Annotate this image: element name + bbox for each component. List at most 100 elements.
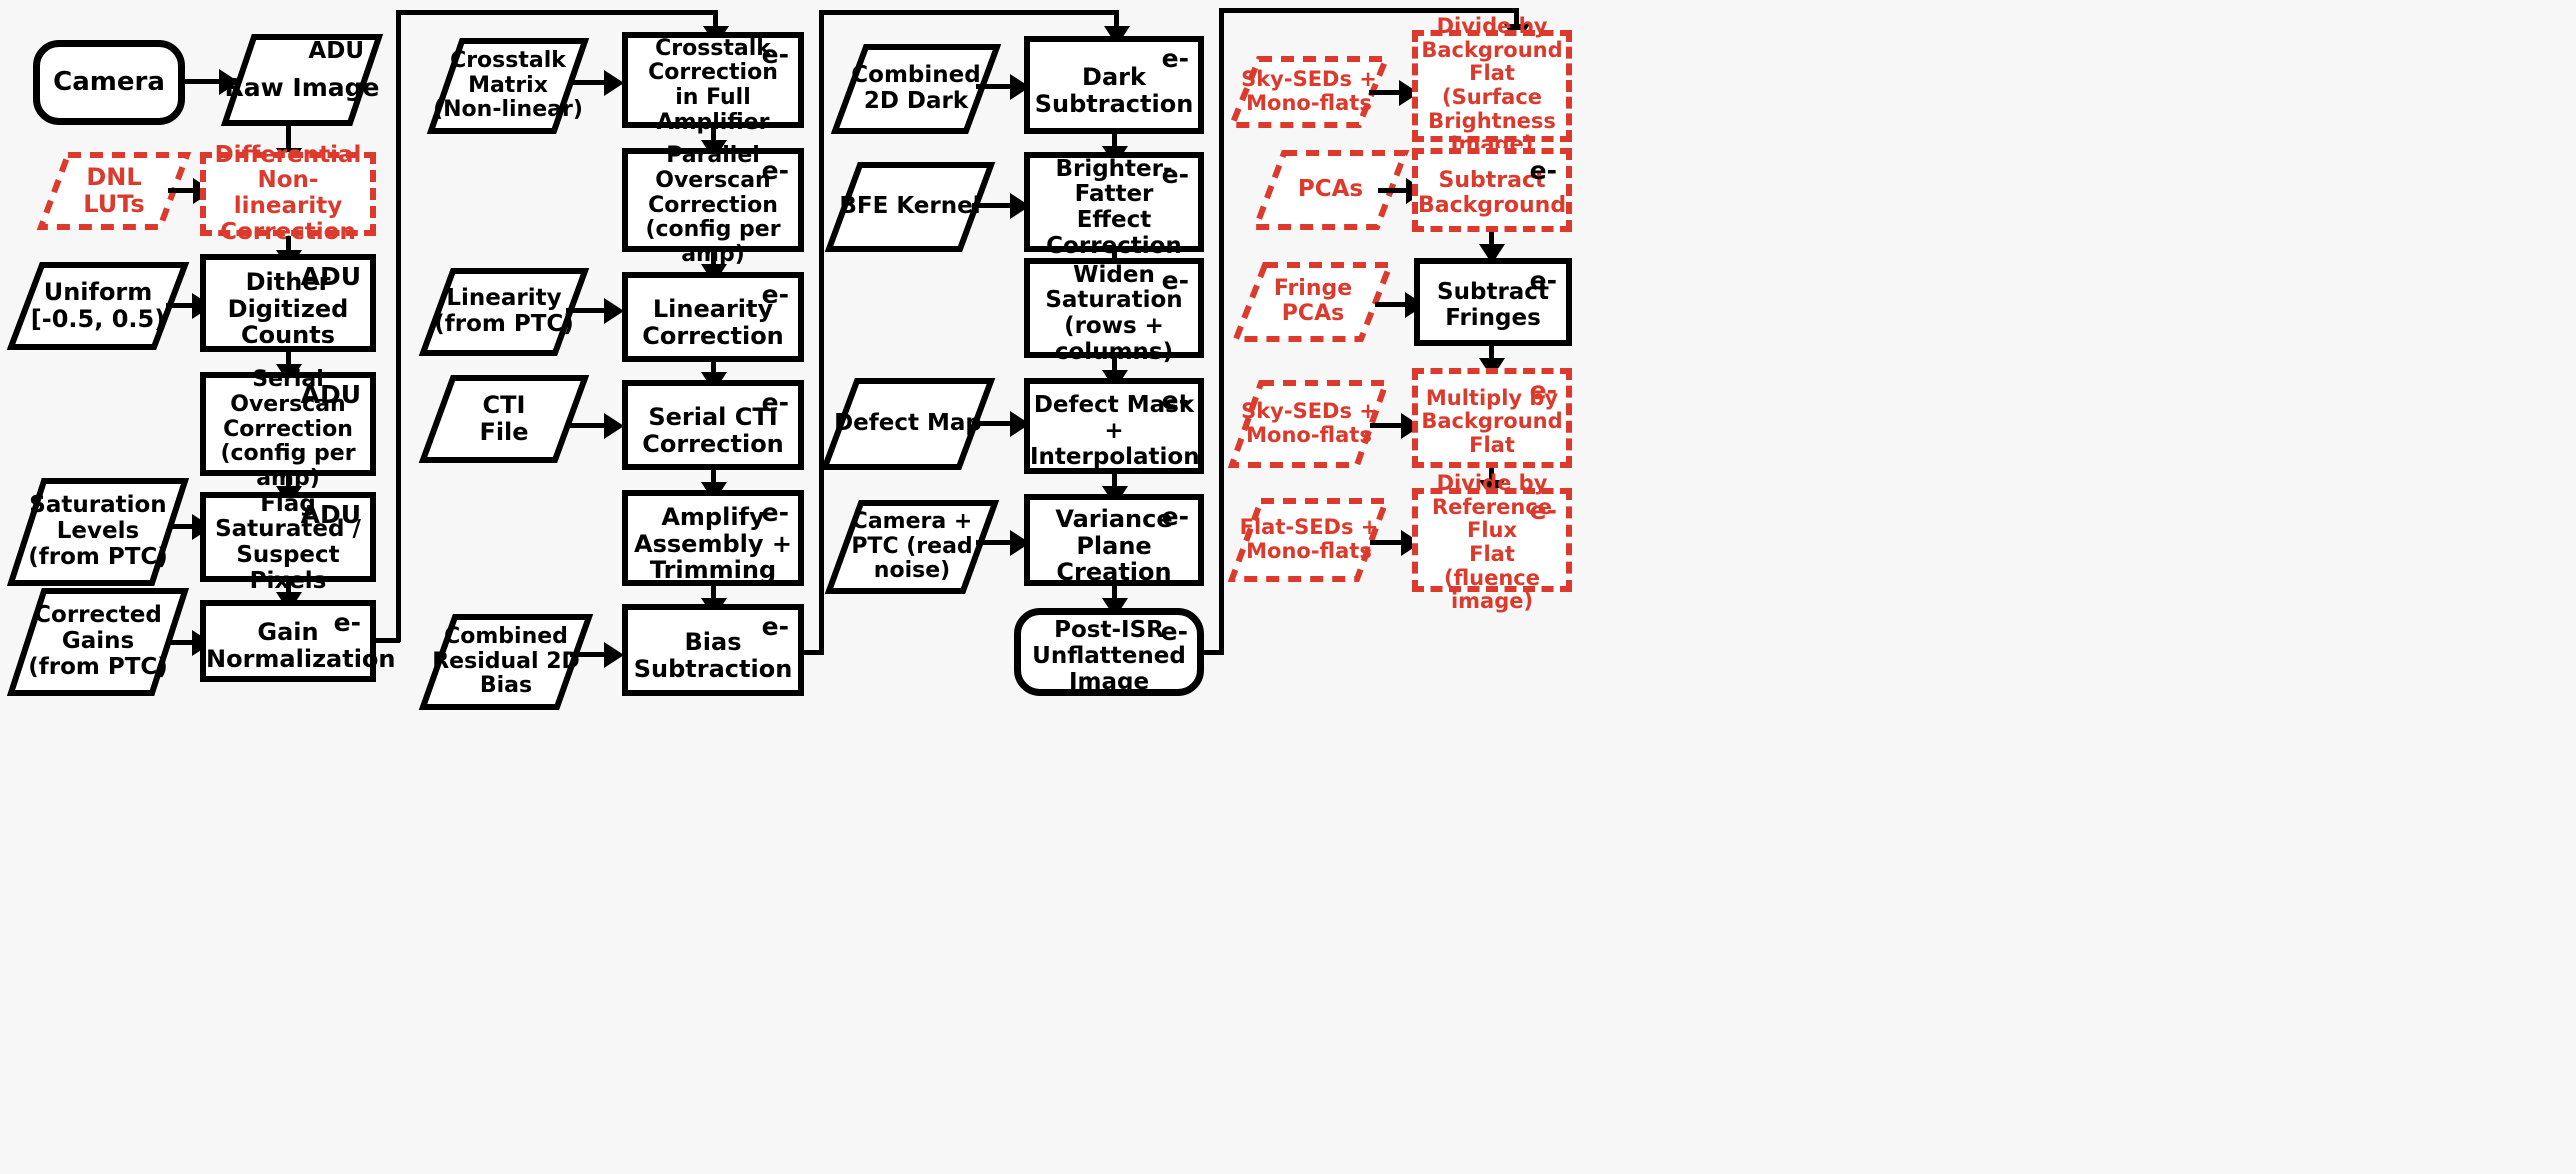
unit-badge-electrons: e- (1161, 502, 1189, 531)
unit-badge-adu: ADU (300, 380, 361, 409)
input-sky-seds-mono-flats-1[interactable]: Sky-SEDs +Mono-flats (1227, 56, 1391, 128)
connector-dark-bfe (1112, 134, 1117, 150)
connector-linearity-cti (711, 362, 716, 376)
unit-badge-adu: ADU (300, 262, 361, 291)
bus-col3-riser (1219, 8, 1224, 654)
connector-cti-input (566, 423, 612, 428)
parallelogram-outline (6, 588, 190, 696)
node-camera[interactable]: Camera (33, 40, 185, 125)
node-raw-image[interactable]: Raw Image ADU (220, 34, 384, 126)
connector-bfe-input (972, 203, 1018, 208)
connector-camera-ptc-input (976, 540, 1018, 545)
unit-badge-electrons: e- (1529, 266, 1557, 295)
input-flat-seds-mono-flats[interactable]: Flat-SEDs +Mono-flats (1227, 498, 1391, 582)
bus-col4-drop (1514, 8, 1519, 30)
unit-badge-adu: ADU (300, 500, 361, 529)
input-bfe-kernel[interactable]: BFE Kernel (824, 162, 996, 252)
parallelogram-outline (1251, 150, 1410, 230)
unit-badge-electrons: e- (1161, 160, 1189, 189)
node-bias-subtraction[interactable]: Bias Subtraction e- (622, 604, 804, 696)
node-dark-subtraction-label: Dark Subtraction (1034, 63, 1194, 118)
connector-multiply-divide-ref (1489, 468, 1494, 486)
connector-parallel-linearity (711, 252, 716, 270)
bus-col1-riser (396, 10, 401, 642)
unit-badge-electrons: e- (761, 280, 789, 309)
node-flag-saturated-label: Flag Saturated /Suspect Pixels (215, 490, 361, 594)
unit-badge-electrons: e- (1160, 617, 1188, 646)
parallelogram-outline (418, 375, 590, 463)
node-defect-mask[interactable]: Defect Mask +Interpolation e- (1024, 378, 1204, 474)
unit-badge-electrons: e- (1161, 44, 1189, 73)
connector-amplify-bias (711, 586, 716, 604)
unit-badge-electrons: e- (761, 156, 789, 185)
connector-dark-input (976, 84, 1018, 89)
parallelogram-outline (418, 268, 590, 356)
node-dark-subtraction[interactable]: Dark Subtraction e- (1024, 36, 1204, 134)
input-defect-map[interactable]: Defect Map (820, 378, 996, 470)
bus-col1-out (374, 638, 400, 643)
parallelogram-outline (418, 614, 594, 710)
input-pcas[interactable]: PCAs (1251, 150, 1410, 230)
input-sky-seds-mono-flats-2[interactable]: Sky-SEDs +Mono-flats (1227, 380, 1391, 468)
connector-rawimage-dnl (286, 126, 291, 154)
parallelogram-outline (824, 162, 996, 252)
connector-subtractbg-fringes (1489, 232, 1494, 248)
unit-badge-electrons: e- (761, 40, 789, 69)
node-raw-image-label: Raw Image (224, 73, 380, 102)
input-uniform-dither-label: Uniform[-0.5, 0.5) (30, 278, 166, 333)
unit-badge-electrons: e- (761, 612, 789, 641)
node-flag-saturated[interactable]: Flag Saturated /Suspect Pixels ADU (200, 491, 376, 594)
node-widen-saturation-label: Widen Saturation(rows + columns) (1045, 261, 1183, 365)
node-defect-mask-label: Defect Mask +Interpolation (1030, 392, 1200, 470)
parallelogram-outline (820, 378, 996, 470)
unit-badge-electrons: e- (1529, 156, 1557, 185)
input-uniform-dither[interactable]: Uniform[-0.5, 0.5) (6, 262, 190, 350)
input-linearity-ptc[interactable]: Linearity(from PTC) (418, 268, 590, 356)
unit-badge-electrons: e- (1161, 386, 1189, 415)
node-widen-saturation[interactable]: Widen Saturation(rows + columns) e- (1024, 258, 1204, 365)
unit-badge-electrons: e- (333, 608, 361, 637)
connector-defect-variance (1112, 474, 1117, 492)
connector-camera-rawimage (185, 79, 223, 84)
